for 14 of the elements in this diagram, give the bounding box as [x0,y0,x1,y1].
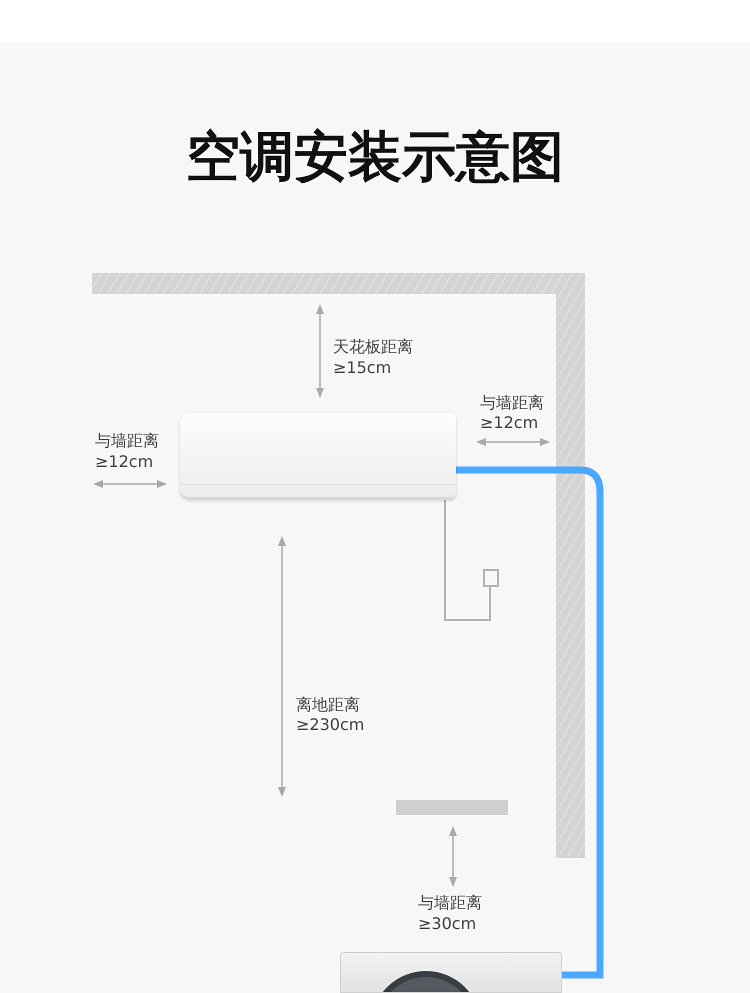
dimension-label: ≥12cm [95,452,154,472]
refrigerant-pipe [456,466,604,978]
dimension-label: ≥230cm [296,715,364,735]
dimension-label: 离地距离 [296,695,360,715]
dimension-label: ≥15cm [333,358,392,378]
indoor-unit-drawing [180,413,456,500]
dimension-label: 天花板距离 [333,337,413,357]
dimension-label: ≥30cm [418,914,476,934]
outdoor-unit-drawing [340,952,562,993]
title: 空调安装示意图 [185,130,565,184]
dimension-label: 与墙距离 [418,893,482,913]
dimension-label: 与墙距离 [480,393,544,413]
dimension-label: ≥12cm [480,413,538,433]
dimension-label: 与墙距离 [95,431,159,451]
